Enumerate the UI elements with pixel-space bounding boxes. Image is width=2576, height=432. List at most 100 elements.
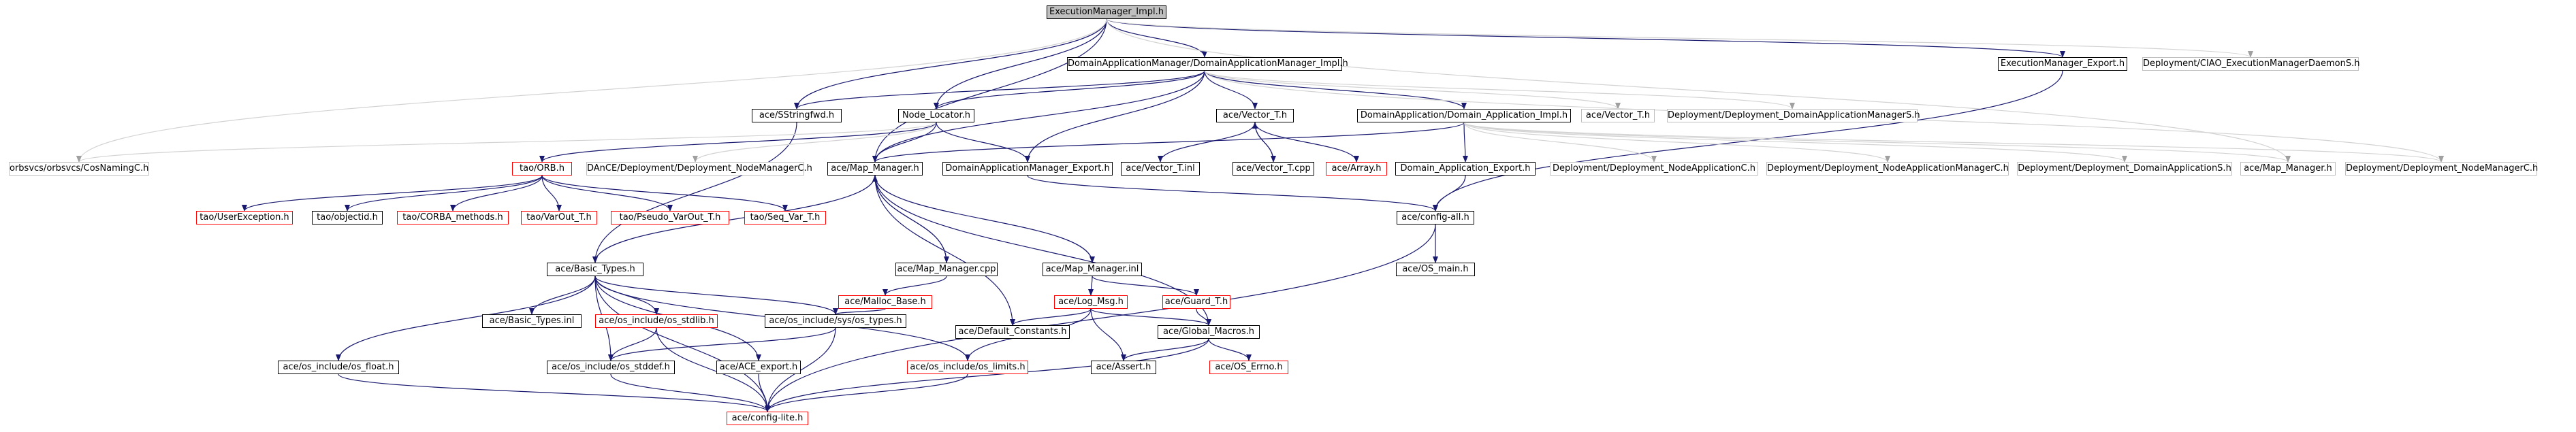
edge-n0-n3 <box>1106 18 2253 58</box>
graph-node-map-manager-cpp[interactable]: ace/Map_Manager.cpp <box>895 263 998 276</box>
graph-node-os-errno-h[interactable]: ace/OS_Errno.h <box>1209 361 1288 374</box>
edge-n6-n15 <box>1158 122 1256 163</box>
graph-node-malloc-base-h[interactable]: ace/Malloc_Base.h <box>838 295 932 309</box>
edge-n7-n22 <box>1463 122 2291 163</box>
edge-n37-n38 <box>529 276 596 315</box>
graph-node-config-lite-h[interactable]: ace/config-lite.h <box>727 412 808 425</box>
graph-node-dance-deployment-nodemanagerc-h[interactable]: DAnCE/Deployment/Deployment_NodeManagerC… <box>586 162 812 176</box>
graph-node-deployment-nodemanagerc-h[interactable]: Deployment/Deployment_NodeManagerC.h <box>2345 162 2538 176</box>
graph-node-domain-application-export-h[interactable]: Domain_Application_Export.h <box>1395 162 1536 176</box>
edge-n42-n48 <box>1208 338 1252 361</box>
edge-n1-n4 <box>794 70 1205 110</box>
graph-node-cosnamingc-h[interactable]: orbsvcs/orbsvcs/CosNamingC.h <box>9 162 149 176</box>
graph-node-domain-application-impl-h[interactable]: DomainApplication/Domain_Application_Imp… <box>1357 109 1571 122</box>
edge-n16-n6 <box>1252 122 1274 163</box>
graph-node-guard-t-h[interactable]: ace/Guard_T.h <box>1162 295 1230 309</box>
edge-n1-n8 <box>1204 70 1621 110</box>
edge-n11-n27 <box>541 175 562 212</box>
graph-node-basic-types-inl[interactable]: ace/Basic_Types.inl <box>482 314 582 328</box>
graph-node-domainapplicationmanager-export-h[interactable]: DomainApplicationManager_Export.h <box>942 162 1113 176</box>
graph-node-node-locator-h[interactable]: Node_Locator.h <box>898 109 974 122</box>
graph-node-map-manager-inl[interactable]: ace/Map_Manager.inl <box>1043 263 1142 276</box>
edge-n40-n49 <box>765 327 836 412</box>
graph-node-global-macros-h[interactable]: ace/Global_Macros.h <box>1158 325 1260 339</box>
edge-n18-n32 <box>1433 175 1466 212</box>
graph-node-tao-varout-t-h[interactable]: tao/VarOut_T.h <box>521 211 597 225</box>
edge-n39-n49 <box>656 327 770 412</box>
graph-node-domainapplicationmanager-impl-h[interactable]: DomainApplicationManager/DomainApplicati… <box>1067 57 1348 71</box>
edge-n5-n10 <box>76 122 937 163</box>
graph-node-vector-t-cpp[interactable]: ace/Vector_T.cpp <box>1233 162 1314 176</box>
edge-n42-n47 <box>1121 338 1209 361</box>
edge-n34-n47 <box>1090 308 1126 361</box>
graph-node-executionmanager-impl-h[interactable]: ExecutionManager_Impl.h <box>1047 5 1166 19</box>
edge-n0-n2 <box>1106 18 2065 58</box>
edge-n37-n49 <box>594 276 770 412</box>
graph-node-assert-h[interactable]: ace/Assert.h <box>1091 361 1156 374</box>
graph-node-deployment-domainapplications-h[interactable]: Deployment/Deployment_DomainApplicationS… <box>2017 162 2232 176</box>
graph-node-vector-t-h[interactable]: ace/Vector_T.h <box>1216 109 1294 122</box>
edge-n7-n23 <box>1463 122 2444 163</box>
edge-n7-n19 <box>1463 122 1657 163</box>
edge-n5-n14 <box>936 122 1030 163</box>
edge-n11-n28 <box>541 175 673 212</box>
edge-n30-n33 <box>882 276 947 296</box>
edge-n40-n44 <box>608 327 836 361</box>
graph-node-tao-orb-h[interactable]: tao/ORB.h <box>512 162 572 176</box>
edge-n7-n21 <box>1463 122 2127 163</box>
edge-n46-n49 <box>765 373 968 412</box>
edge-n11-n24 <box>242 175 543 212</box>
graph-node-ciao-executionmanagerdaemons-h[interactable]: Deployment/CIAO_ExecutionManagerDaemonS.… <box>2142 57 2359 71</box>
graph-node-log-msg-h[interactable]: ace/Log_Msg.h <box>1054 295 1128 309</box>
edge-n0-n5 <box>934 18 1107 110</box>
edge-n11-n29 <box>541 175 788 212</box>
graph-node-tao-userexception-h[interactable]: tao/UserException.h <box>196 211 293 225</box>
edge-n5-n12 <box>693 122 937 163</box>
edge-n0-n4 <box>794 18 1107 110</box>
graph-node-executionmanager-export-h[interactable]: ExecutionManager_Export.h <box>1998 57 2127 71</box>
edge-n1-n14 <box>1025 70 1205 163</box>
graph-node-default-constants-h[interactable]: ace/Default_Constants.h <box>955 325 1070 339</box>
graph-node-os-stddef-h[interactable]: ace/os_include/os_stddef.h <box>547 361 675 374</box>
graph-node-deployment-nodeapplicationmanagerc-h[interactable]: Deployment/Deployment_NodeApplicationMan… <box>1766 162 2009 176</box>
edge-n1-n5 <box>934 70 1205 110</box>
graph-node-os-float-h[interactable]: ace/os_include/os_float.h <box>278 361 399 374</box>
edge-n35-n42 <box>1196 308 1211 326</box>
edge-n34-n41 <box>1010 308 1092 326</box>
graph-node-ace-export-h[interactable]: ace/ACE_export.h <box>716 361 801 374</box>
graph-node-os-main-h[interactable]: ace/OS_main.h <box>1396 263 1475 276</box>
graph-node-tao-seq-var-t-h[interactable]: tao/Seq_Var_T.h <box>744 211 826 225</box>
graph-node-vector-t-inl[interactable]: ace/Vector_T.inl <box>1121 162 1200 176</box>
graph-node-tao-pseudo-varout-t-h[interactable]: tao/Pseudo_VarOut_T.h <box>611 211 729 225</box>
edge-n13-n31 <box>874 175 1095 263</box>
graph-node-os-stdlib-h[interactable]: ace/os_include/os_stdlib.h <box>595 314 718 328</box>
graph-node-os-types-h[interactable]: ace/os_include/sys/os_types.h <box>765 314 906 328</box>
graph-node-map-manager-h[interactable]: ace/Map_Manager.h <box>827 162 923 176</box>
graph-node-os-limits-h[interactable]: ace/os_include/os_limits.h <box>907 361 1028 374</box>
edge-n14-n32 <box>1027 175 1438 212</box>
edge-n1-n7 <box>1204 70 1467 110</box>
graph-node-vector-t-h-gray[interactable]: ace/Vector_T.h <box>1581 109 1655 122</box>
graph-node-deployment-domainapplicationmanagers-h[interactable]: Deployment/Deployment_DomainApplicationM… <box>1667 109 1920 122</box>
graph-node-sstringfwd-h[interactable]: ace/SStringfwd.h <box>752 109 842 122</box>
graph-node-deployment-nodeapplicationc-h[interactable]: Deployment/Deployment_NodeApplicationC.h <box>1550 162 1758 176</box>
edge-n1-n9 <box>1204 70 1795 110</box>
graph-node-map-manager-h-gray[interactable]: ace/Map_Manager.h <box>2240 162 2336 176</box>
edge-n31-n34 <box>1088 276 1094 296</box>
edge-n0-n22 <box>1106 18 2291 163</box>
graph-node-tao-objectid-h[interactable]: tao/objectid.h <box>312 211 383 225</box>
edge-n31-n35 <box>1092 276 1199 296</box>
edge-n13-n41 <box>874 175 1015 326</box>
edge-n32-n49 <box>765 224 1436 412</box>
edge-n30-n13 <box>872 175 947 263</box>
edge-n7-n13 <box>872 122 1465 163</box>
edge-n7-n20 <box>1463 122 1890 163</box>
graph-node-config-all-h[interactable]: ace/config-all.h <box>1397 211 1474 225</box>
graph-node-array-h[interactable]: ace/Array.h <box>1326 162 1387 176</box>
graph-node-tao-corba-methods-h[interactable]: tao/CORBA_methods.h <box>397 211 509 225</box>
edge-n7-n18 <box>1462 122 1468 163</box>
graph-node-basic-types-h[interactable]: ace/Basic_Types.h <box>547 263 643 276</box>
edge-n5-n11 <box>539 122 937 163</box>
edge-n37-n43 <box>336 276 596 361</box>
